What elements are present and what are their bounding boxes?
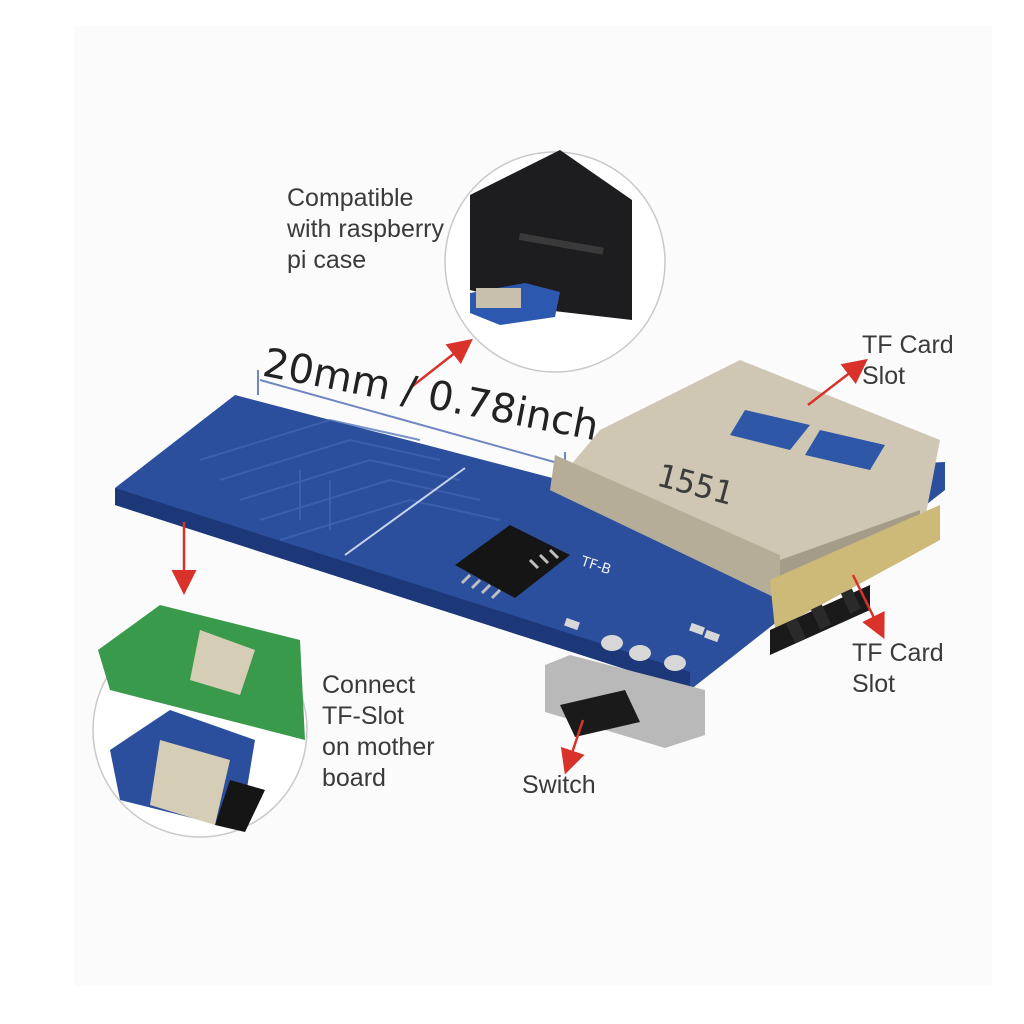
tf-card-slot-bottom-callout: TF Card Slot [852,638,944,700]
callout-circle-motherboard [92,605,308,838]
callout-arrows [171,338,885,775]
tf-card-slot-top-line-1: TF Card [862,331,954,359]
tf-card-slot-assembly: 1551 [550,360,940,655]
tf-card-slot-top-callout: TF Card Slot [862,330,954,392]
tf-card-slot-bottom-line-2: Slot [852,670,896,698]
connect-line-3: on mother [322,733,435,761]
connect-line-4: board [322,764,386,792]
ic-chip [455,525,570,600]
connect-callout: Connect TF-Slot on mother board [322,670,435,794]
compatible-callout: Compatible with raspberry pi case [287,183,444,276]
solder-pads [564,617,720,671]
connect-line-1: Connect [322,671,416,699]
tf-card-slot-bottom-line-1: TF Card [852,639,944,667]
tf-card-slot-top-line-2: Slot [862,362,906,390]
callout-circle-case [444,150,666,373]
compatible-line-3: pi case [287,246,367,274]
switch-callout: Switch [522,771,596,799]
pcb-board: TF-B [115,395,945,690]
compatible-line-1: Compatible [287,184,414,212]
connect-line-2: TF-Slot [322,702,404,730]
compatible-line-2: with raspberry [287,215,444,243]
